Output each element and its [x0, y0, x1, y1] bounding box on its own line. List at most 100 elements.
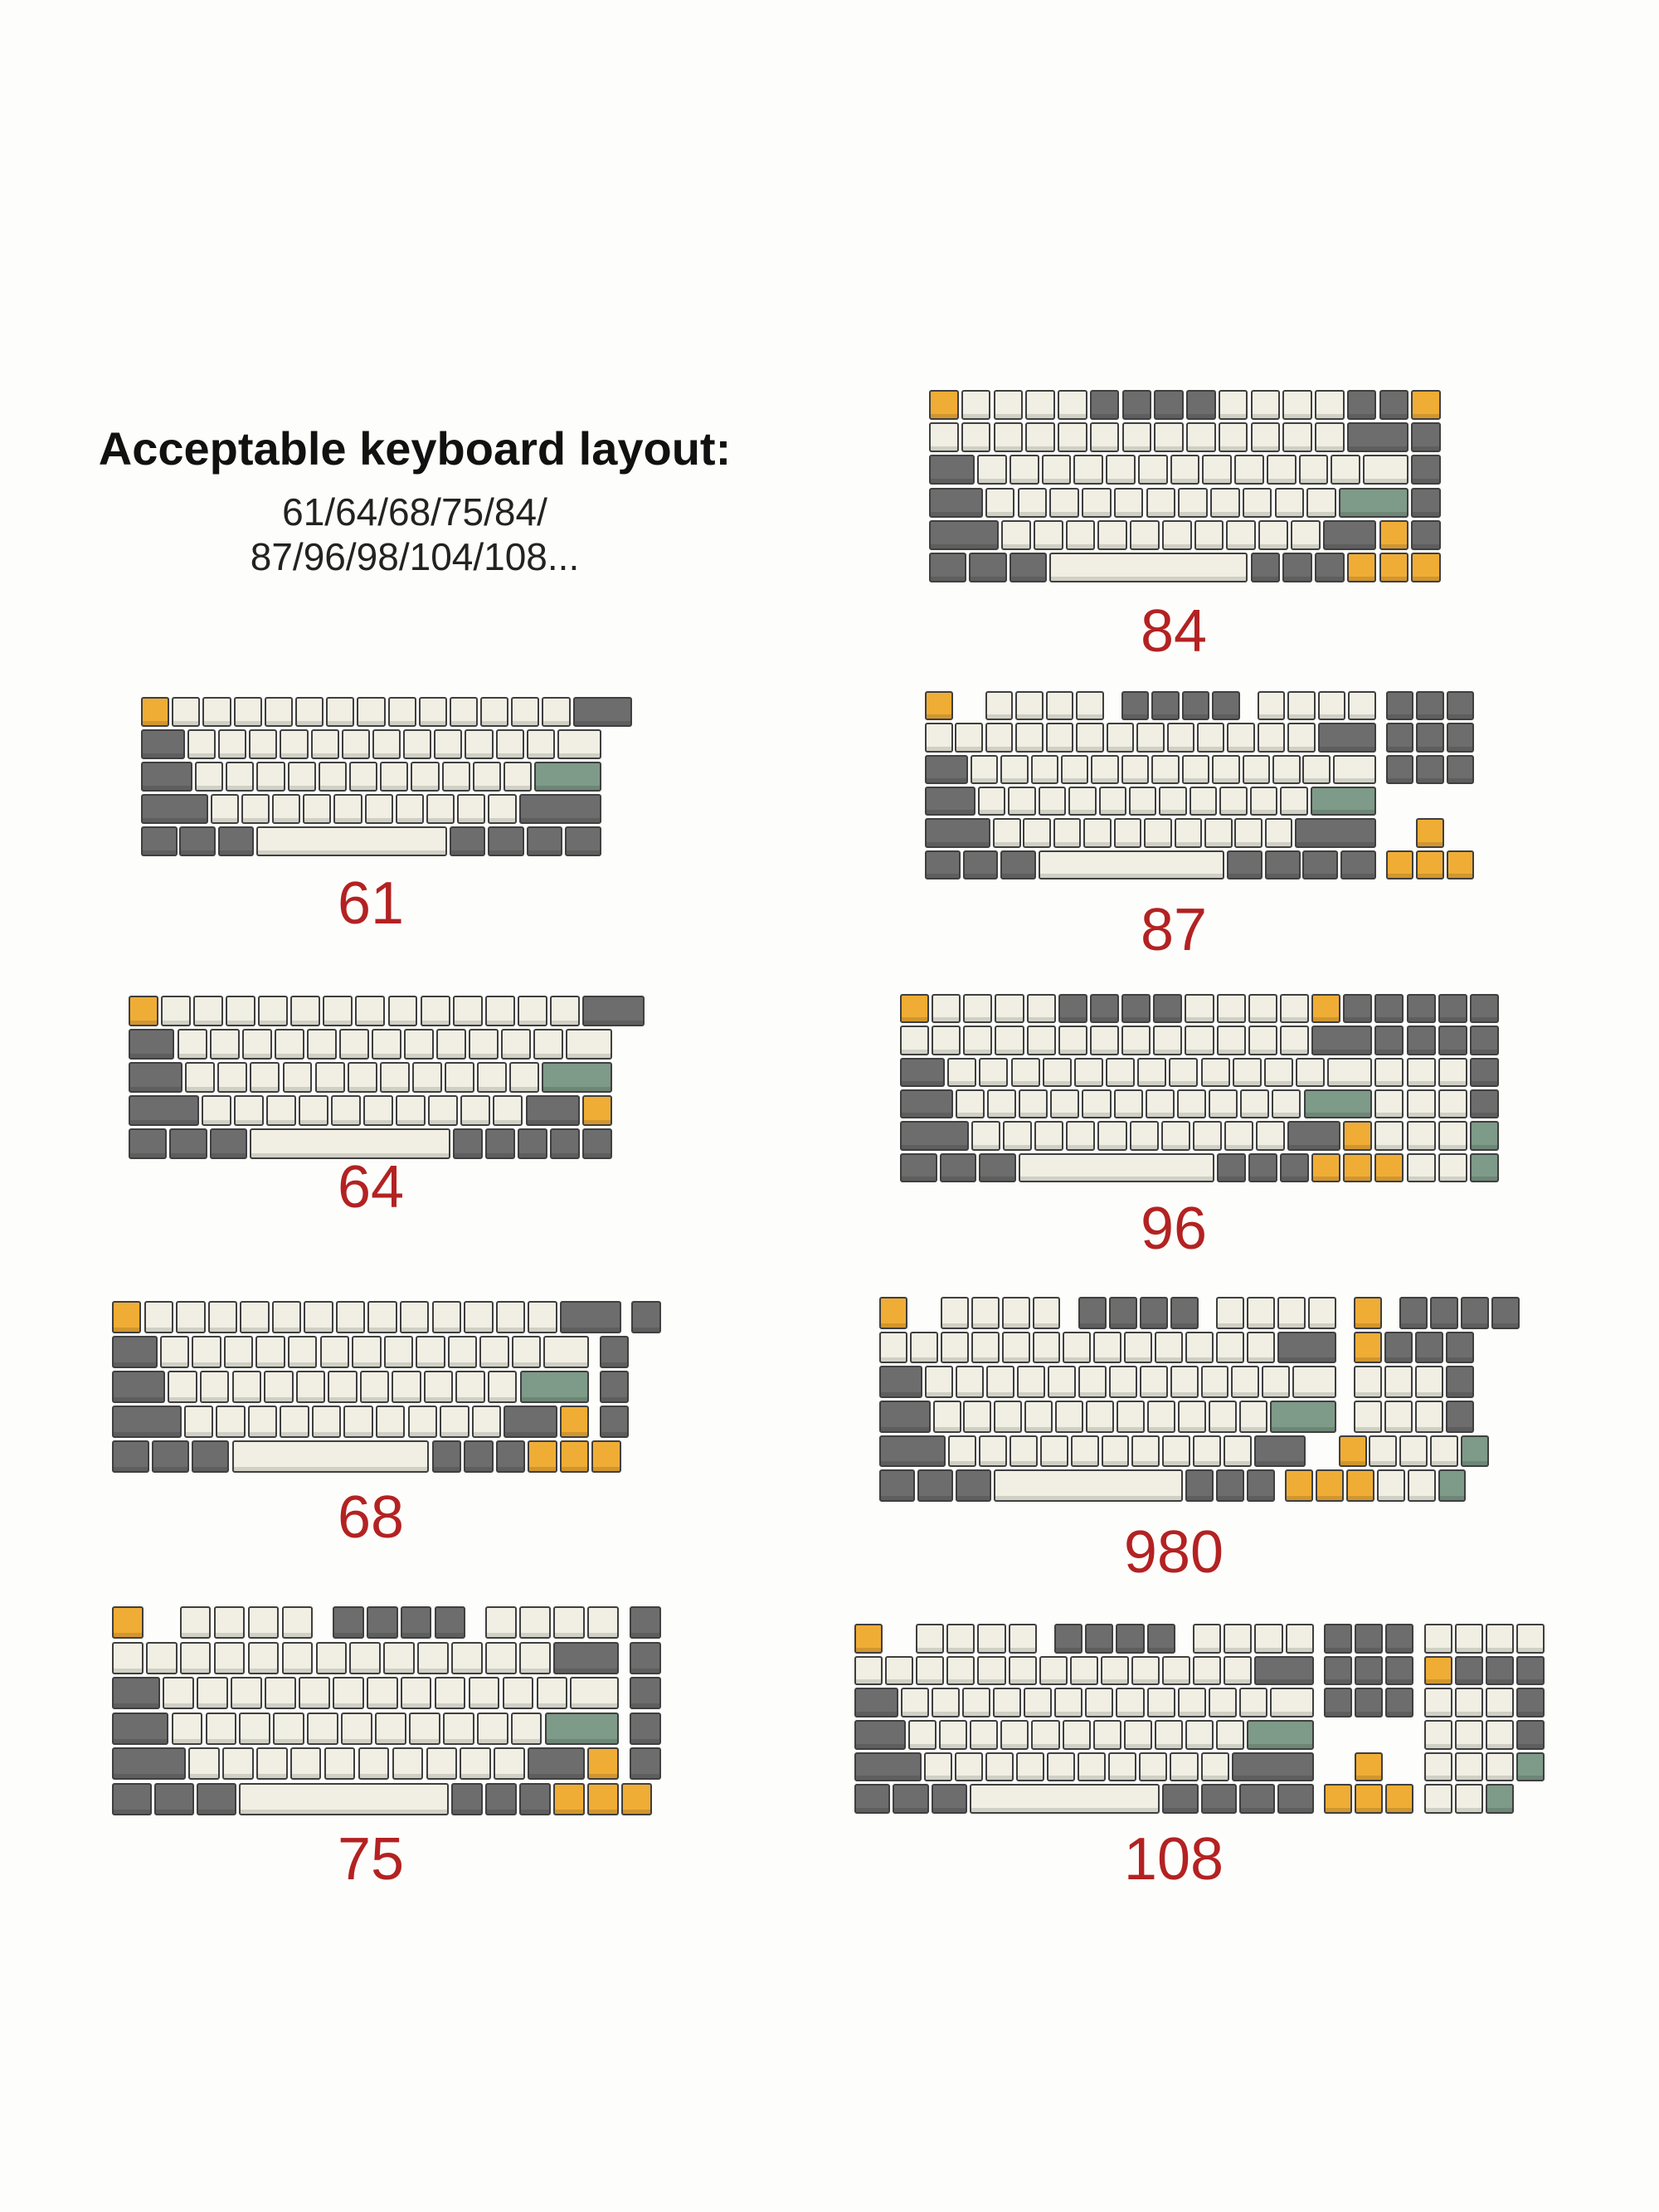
kb61-key [341, 729, 370, 760]
kb96-key [947, 1057, 977, 1087]
kb75-key [349, 1641, 382, 1674]
kb68-key [240, 1301, 270, 1333]
kb98-key [1170, 1297, 1199, 1329]
kb68-key [264, 1371, 294, 1403]
kb75-key [630, 1677, 661, 1710]
kb84-key [993, 390, 1024, 421]
kb84-key [1411, 390, 1441, 421]
kb87-key [985, 723, 1014, 753]
kb61-key [542, 697, 571, 728]
keyboard-64-caption: 64 [337, 1154, 405, 1220]
kb108-key [854, 1720, 906, 1750]
kb108-key [907, 1720, 937, 1750]
keyboard-87-caption: 87 [1140, 897, 1208, 963]
keyboard-64 [129, 996, 647, 1162]
kb61-key [303, 794, 332, 825]
kb108-key [985, 1752, 1014, 1782]
kb84-key [1282, 422, 1312, 453]
kb98-key [1430, 1297, 1459, 1329]
kb96-key [1010, 1057, 1040, 1087]
kb87-key [1166, 723, 1195, 753]
kb108-key [1054, 1688, 1083, 1718]
kb64-key [185, 1062, 216, 1093]
kb87-key [1060, 754, 1089, 785]
kb108-key [1385, 1624, 1414, 1654]
kb75-key [519, 1782, 551, 1815]
kb75-key [366, 1677, 398, 1710]
kb98-key [879, 1366, 923, 1399]
kb87-key [1385, 723, 1414, 753]
kb61-key [326, 697, 355, 728]
kb87-key [1340, 850, 1376, 880]
kb61-key [141, 762, 193, 792]
kb64-key [581, 996, 645, 1026]
kb108-key [1485, 1624, 1514, 1654]
kb75-key [112, 1782, 152, 1815]
kb108-key [854, 1624, 883, 1654]
kb61-key [141, 697, 170, 728]
kb68-key [599, 1336, 630, 1368]
kb108-key [1193, 1655, 1222, 1686]
kb98-key [1200, 1366, 1229, 1399]
kb64-key [581, 1095, 612, 1126]
kb98-key [925, 1366, 954, 1399]
kb68-key [495, 1301, 526, 1333]
kb75-key [179, 1606, 212, 1640]
kb108-key [1039, 1655, 1068, 1686]
kb108-key [1323, 1784, 1353, 1815]
kb98-key [1078, 1366, 1107, 1399]
kb68-key [543, 1336, 590, 1368]
kb87-key [1000, 754, 1029, 785]
kb96-key [900, 994, 930, 1024]
kb98-key [1131, 1435, 1160, 1468]
kb68-key [352, 1336, 382, 1368]
kb87-key [1385, 850, 1414, 880]
kb75-key [341, 1712, 372, 1745]
kb68-key [464, 1301, 494, 1333]
kb98-key [1162, 1435, 1191, 1468]
kb84-key [1121, 390, 1152, 421]
kb84-key [1202, 455, 1233, 485]
kb96-key [1469, 1057, 1499, 1087]
kb98-key [1047, 1366, 1076, 1399]
kb98-key [879, 1297, 907, 1329]
kb108-key [1247, 1720, 1314, 1750]
kb61-key [572, 697, 633, 728]
kb75-key [570, 1677, 619, 1710]
kb75-key [213, 1606, 246, 1640]
kb64-key [517, 1128, 547, 1159]
kb61-key [395, 794, 424, 825]
kb84-key [1226, 519, 1257, 550]
kb61-key [457, 794, 486, 825]
kb96-key [1343, 1121, 1373, 1151]
kb96-key [1176, 1089, 1206, 1119]
kb75-key [485, 1606, 517, 1640]
kb84-key [929, 552, 967, 582]
kb98-key [1269, 1401, 1336, 1433]
kb84-key [1049, 487, 1079, 518]
kb96-key [1200, 1057, 1230, 1087]
kb61-key [411, 762, 440, 792]
kb96-key [1106, 1057, 1136, 1087]
kb84-key [969, 552, 1007, 582]
kb84-key [1001, 519, 1031, 550]
kb98-key [1024, 1401, 1053, 1433]
kb98-key [1009, 1435, 1038, 1468]
kb98-key [978, 1435, 1007, 1468]
kb108-key [1515, 1624, 1545, 1654]
kb64-key [177, 1029, 207, 1060]
kb75-key [519, 1606, 551, 1640]
kb108-key [954, 1752, 983, 1782]
kb98-key [1086, 1401, 1115, 1433]
kb96-key [1058, 994, 1087, 1024]
kb96-key [1327, 1057, 1373, 1087]
kb96-key [1192, 1121, 1223, 1151]
kb64-key [566, 1029, 612, 1060]
kb84-key [1065, 519, 1096, 550]
kb75-key [451, 1641, 483, 1674]
kb96-key [1137, 1057, 1167, 1087]
kb96-key [955, 1089, 985, 1119]
kb98-key [963, 1401, 992, 1433]
kb98-key [932, 1401, 961, 1433]
kb68-key [519, 1371, 590, 1403]
